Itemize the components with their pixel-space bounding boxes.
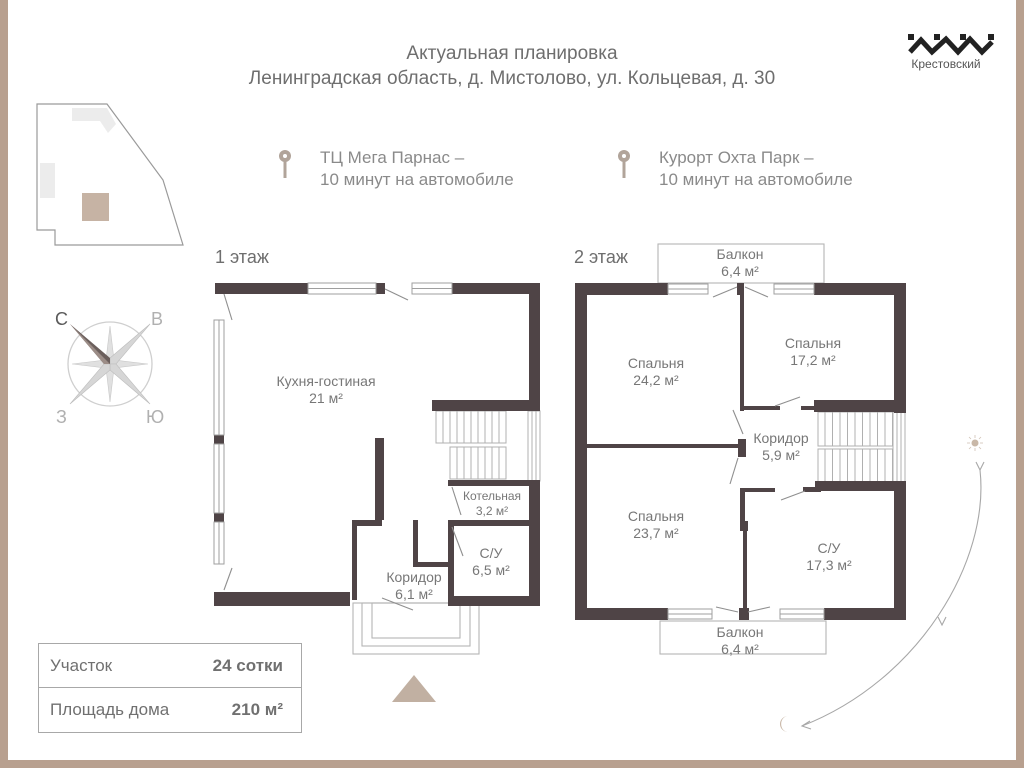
room-area: 6,1 м²	[395, 586, 433, 602]
room-name: Спальня	[627, 508, 685, 524]
room-area: 23,7 м²	[633, 525, 679, 541]
site-plan	[36, 103, 184, 246]
room-area: 5,9 м²	[762, 447, 800, 463]
room-area: 17,2 м²	[790, 352, 836, 368]
room-corridor-2: Коридор 5,9 м²	[753, 430, 808, 464]
compass-rose	[67, 321, 153, 407]
compass-west-label: З	[56, 407, 67, 427]
summary-row-plot: Участок 24 сотки	[39, 644, 301, 688]
entrance-arrow-icon	[392, 675, 436, 702]
room-name: Коридор	[386, 569, 442, 585]
poi-mega-parnas: ТЦ Мега Парнас – 10 минут на автомобиле	[279, 147, 514, 191]
room-balcony-bottom: Балкон 6,4 м²	[717, 624, 764, 658]
room-bedroom-24: Спальня 24,2 м²	[628, 355, 684, 389]
summary-value: 210 м²	[231, 700, 283, 719]
room-name: Спальня	[784, 335, 842, 351]
floor-1-plan	[213, 282, 541, 655]
room-balcony-top: Балкон 6,4 м²	[717, 246, 764, 280]
room-boiler: Котельная 3,2 м²	[463, 489, 521, 519]
room-area: 17,3 м²	[806, 557, 852, 573]
room-bedroom-17: Спальня 17,2 м²	[785, 335, 841, 369]
room-name: Кухня-гостиная	[276, 373, 376, 389]
room-kitchen-living: Кухня-гостиная 21 м²	[276, 373, 375, 407]
site-boundary	[36, 103, 184, 246]
room-name: Коридор	[753, 430, 809, 446]
brand-name: Крестовский	[911, 57, 981, 71]
krestovsky-logo-icon	[908, 34, 994, 56]
floor-2-plan	[575, 243, 906, 655]
room-name: Спальня	[627, 355, 685, 371]
room-bathroom-1: С/У 6,5 м²	[472, 545, 510, 579]
page-title: Актуальная планировка	[406, 43, 618, 64]
map-pin-icon	[278, 149, 292, 187]
neighbor-building	[72, 108, 116, 133]
floor-1-label: 1 этаж	[215, 247, 269, 267]
sun-path	[780, 435, 985, 732]
room-area: 6,4 м²	[721, 263, 759, 279]
floor-2-label: 2 этаж	[574, 247, 628, 267]
moon-icon	[780, 716, 788, 732]
summary-label: Участок	[50, 655, 113, 675]
room-area: 3,2 м²	[475, 504, 509, 518]
compass-north-label: С	[55, 309, 68, 329]
room-bedroom-23: Спальня 23,7 м²	[628, 508, 684, 542]
neighbor-building	[40, 163, 55, 198]
room-name: Котельная	[462, 489, 522, 503]
poi-name: Курорт Охта Парк –	[659, 148, 814, 167]
compass-south-label: Ю	[146, 407, 165, 427]
room-area: 6,5 м²	[472, 562, 510, 578]
room-area: 24,2 м²	[633, 372, 679, 388]
poi-travel-time: 10 минут на автомобиле	[659, 170, 853, 189]
room-area: 6,4 м²	[721, 641, 759, 657]
plan-sheet	[8, 0, 1016, 760]
summary-label: Площадь дома	[50, 700, 170, 719]
house-marker	[82, 193, 109, 221]
poi-travel-time: 10 минут на автомобиле	[320, 170, 514, 189]
room-name: Балкон	[716, 246, 764, 262]
room-name: С/У	[817, 540, 841, 556]
room-corridor-1: Коридор 6,1 м²	[386, 569, 441, 603]
poi-okhta-park: Курорт Охта Парк – 10 минут на автомобил…	[618, 147, 853, 191]
poi-name: ТЦ Мега Парнас –	[320, 148, 465, 167]
summary-value: 24 сотки	[212, 655, 283, 675]
map-pin-icon	[617, 149, 631, 187]
address: Ленинградская область, д. Мистолово, ул.…	[248, 68, 776, 89]
room-bathroom-2: С/У 17,3 м²	[806, 540, 851, 574]
sun-icon	[967, 435, 983, 451]
summary-row-house-area: Площадь дома 210 м²	[39, 688, 301, 732]
room-area: 21 м²	[309, 390, 343, 406]
room-name: С/У	[479, 545, 503, 561]
summary-table: Участок 24 сотки Площадь дома 210 м²	[38, 643, 302, 733]
compass-east-label: В	[151, 309, 164, 329]
room-name: Балкон	[716, 624, 764, 640]
